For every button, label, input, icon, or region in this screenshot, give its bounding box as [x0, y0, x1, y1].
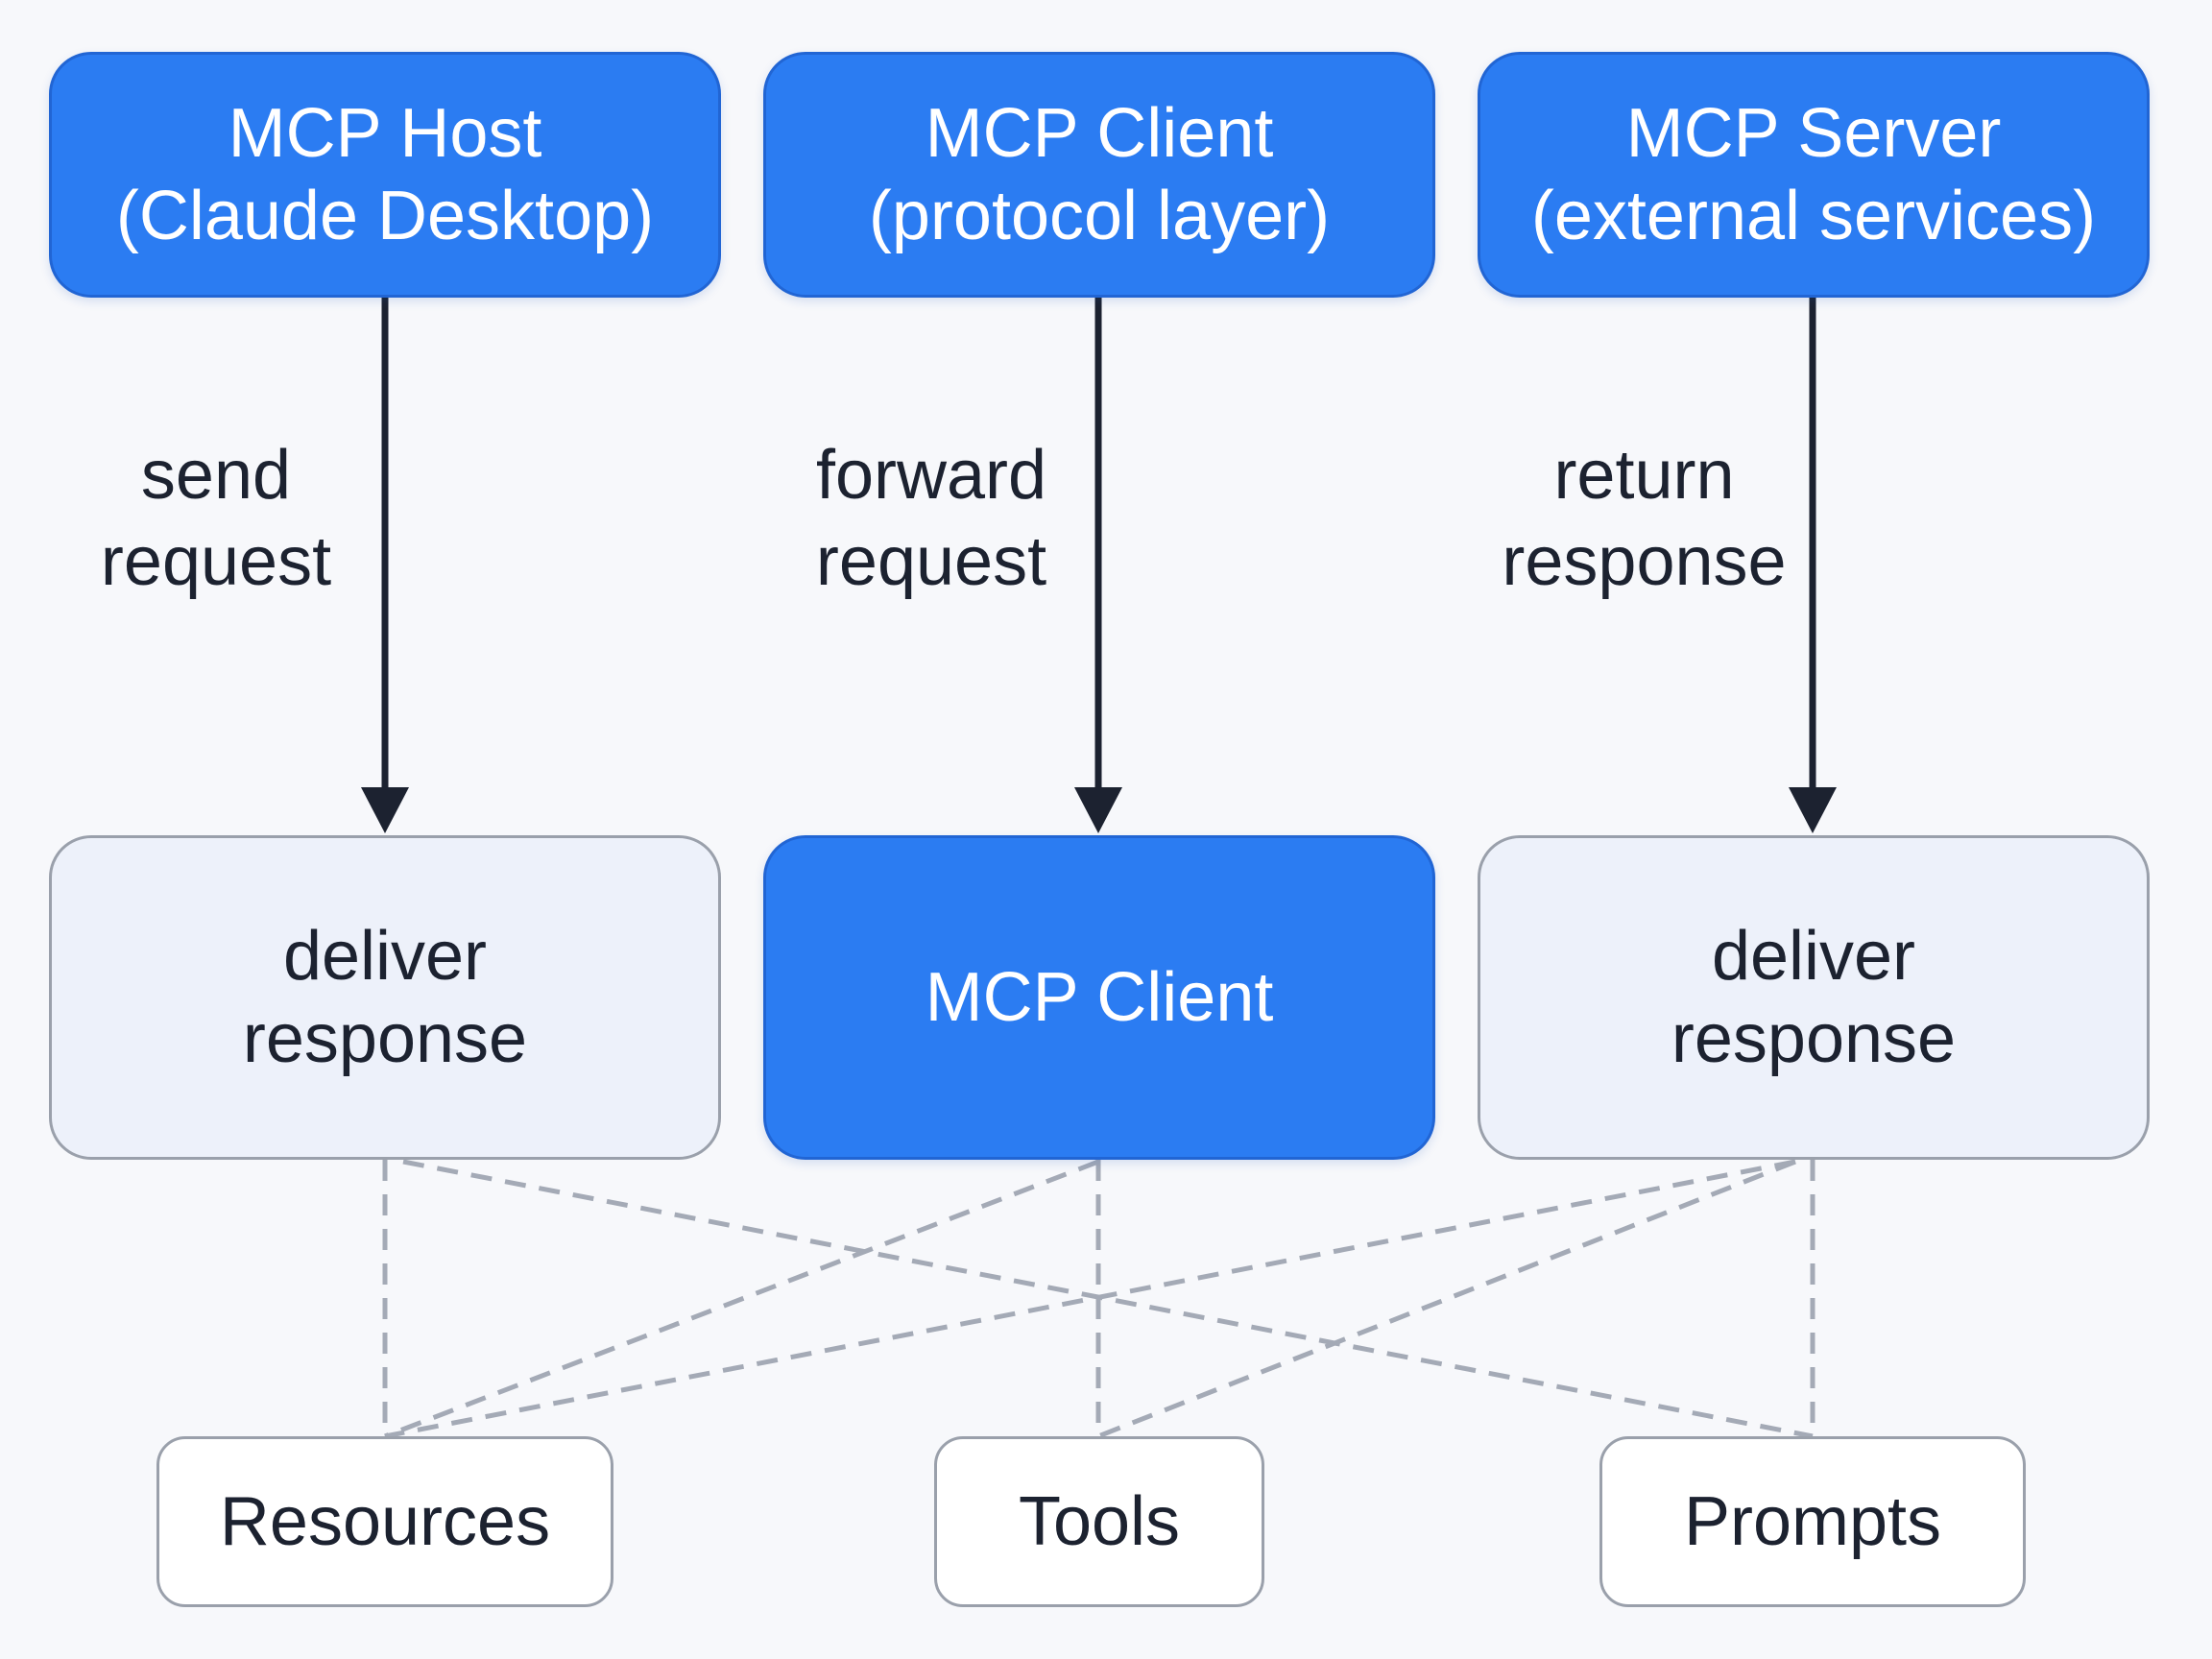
edge-label-send-request: send request — [67, 432, 365, 605]
edge-label-return-response: return response — [1479, 432, 1810, 605]
arrowhead-client — [1074, 787, 1122, 833]
dashed-connectors — [382, 1159, 1815, 1439]
mcp-server-subtitle: (external services) — [1530, 178, 2097, 254]
resources-box: Resources — [156, 1436, 613, 1607]
arrowhead-server — [1789, 787, 1837, 833]
deliver-response-right-line2: response — [1671, 1000, 1957, 1077]
deliver-response-right-box: deliver response — [1478, 835, 2150, 1160]
mcp-client-center-label: MCP Client — [925, 958, 1274, 1036]
tools-box: Tools — [934, 1436, 1264, 1607]
mcp-host-title: MCP Host — [228, 94, 542, 172]
prompts-label: Prompts — [1683, 1482, 1942, 1560]
edge-label-line: request — [100, 523, 332, 600]
prompts-box: Prompts — [1599, 1436, 2026, 1607]
mcp-client-box: MCP Client (protocol layer) — [763, 52, 1435, 298]
mcp-client-subtitle: (protocol layer) — [868, 178, 1331, 254]
dash-right-to-resources — [384, 1159, 1796, 1439]
mcp-host-box: MCP Host (Claude Desktop) — [49, 52, 721, 298]
deliver-response-left-box: deliver response — [49, 835, 721, 1160]
deliver-response-left-line2: response — [242, 1000, 528, 1077]
edge-label-line: send — [140, 437, 292, 514]
resources-label: Resources — [219, 1482, 551, 1560]
edge-label-forward-request: forward request — [778, 432, 1085, 605]
deliver-response-left-line1: deliver — [282, 917, 488, 995]
edge-label-line: response — [1502, 523, 1787, 600]
solid-arrows — [381, 298, 1816, 789]
arrowheads — [361, 787, 1837, 833]
mcp-server-box: MCP Server (external services) — [1478, 52, 2150, 298]
mcp-client-title: MCP Client — [925, 94, 1274, 172]
dash-center-to-resources — [384, 1159, 1099, 1439]
edge-label-line: return — [1553, 437, 1735, 514]
edge-label-line: request — [815, 523, 1047, 600]
tools-label: Tools — [1018, 1482, 1181, 1560]
mcp-host-subtitle: (Claude Desktop) — [115, 178, 655, 254]
deliver-response-right-line1: deliver — [1711, 917, 1916, 995]
mcp-client-center-box: MCP Client — [763, 835, 1435, 1160]
edge-label-line: forward — [815, 437, 1047, 514]
arrowhead-host — [361, 787, 409, 833]
mcp-server-title: MCP Server — [1625, 94, 2002, 172]
dash-left-to-prompts — [402, 1159, 1814, 1439]
dash-right-to-tools — [1097, 1159, 1796, 1439]
